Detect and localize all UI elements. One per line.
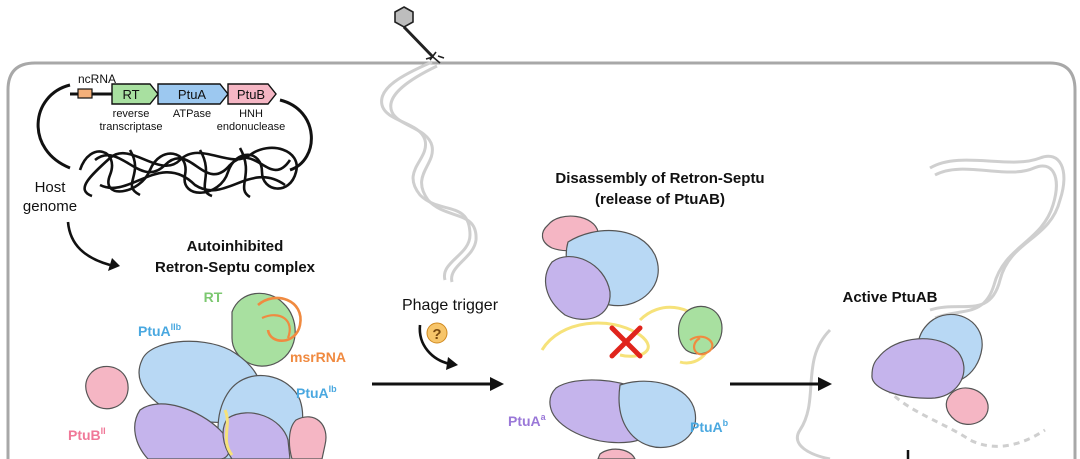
active-ptuab-title: Active PtuAB [842,289,937,306]
gene-ptub-name: PtuB [237,87,265,102]
msrrna-strand [257,296,302,342]
question-symbol: ? [432,326,441,343]
disassembly-title-2: (release of PtuAB) [595,191,725,208]
gene-ptub-desc-1: HNH [239,108,263,120]
rt-domain [231,292,296,367]
gene-rt-name: RT [122,87,139,102]
arrowhead-icon [446,357,458,370]
ptua-ib-label: PtuAIb [296,384,337,401]
arrowhead-icon [490,377,504,391]
arrowhead-icon [108,258,120,271]
disassembly-title-1: Disassembly of Retron-Septu [555,170,764,187]
disassembled-complex [540,215,723,459]
gene-cassette: ncRNA RT reverse transcriptase PtuA ATPa… [36,72,313,172]
panel-frame [6,61,1077,459]
cross-icon [609,325,643,359]
host-genome-label-2: genome [23,198,77,215]
gene-ptub [227,83,277,105]
gene-rt [111,83,159,105]
gene-ptua-desc-1: ATPase [173,108,211,120]
rt-label: RT [204,289,223,305]
question-icon [426,322,448,344]
phage-dna-strand [380,60,478,283]
active-ptuab-complex [871,313,989,425]
phage-dna-strand-right [796,154,1066,459]
gene-ptub-desc-2: endonuclease [217,121,286,133]
ptub-label: PtuBII [68,426,106,443]
host-genome-label-1: Host [35,179,67,196]
ptub-domain-right [288,416,327,459]
ptua-a-label: PtuAa [508,412,547,429]
genome-to-complex-arrow [66,221,111,267]
gene-rt-desc-2: transcriptase [100,121,163,133]
trigger-arrow [418,324,451,366]
plasmid-loop [36,83,313,172]
ncrna-element [77,88,93,99]
ptub-domain-left [85,365,129,410]
gene-rt-desc-1: reverse [113,108,150,120]
ncrna-label: ncRNA [78,72,116,86]
arrowhead-icon [818,377,832,391]
msrrna-label: msrRNA [290,349,346,365]
complex-title-1: Autoinhibited [187,238,284,255]
complex-title-2: Retron-Septu complex [155,259,316,276]
autoinhibited-complex [85,292,327,459]
phage-icon [394,6,445,64]
gene-ptua [157,83,229,105]
host-genome-tangle [78,146,299,199]
gene-ptua-name: PtuA [178,87,207,102]
phage-trigger-label: Phage trigger [402,297,499,314]
ptua-b-label: PtuAb [690,418,729,435]
ptua-iib-label: PtuAIIb [138,322,182,339]
